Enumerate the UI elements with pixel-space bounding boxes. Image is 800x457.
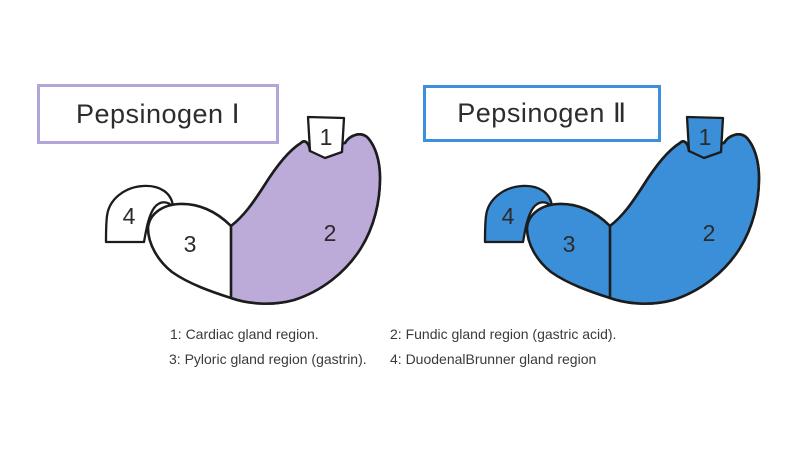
region-3-label: 3 bbox=[184, 231, 197, 257]
pepsinogen-2-title-box: Pepsinogen Ⅱ bbox=[423, 85, 661, 142]
region-2-fundic-shape bbox=[608, 133, 761, 305]
region-3-label: 3 bbox=[563, 231, 576, 257]
region-2-fundic-shape bbox=[229, 133, 382, 305]
region-1-label: 1 bbox=[699, 124, 712, 150]
legend-item-fundic: 2: Fundic gland region (gastric acid). bbox=[390, 326, 617, 342]
region-1-cardia-shape bbox=[306, 115, 346, 160]
stomach-diagram-pepsinogen-1: 1 2 3 4 bbox=[104, 115, 382, 305]
region-4-label: 4 bbox=[502, 203, 515, 229]
pepsinogen-1-title-box: Pepsinogen Ⅰ bbox=[37, 84, 279, 144]
pepsinogen-1-title: Pepsinogen Ⅰ bbox=[75, 98, 241, 129]
legend-item-cardiac: 1: Cardiac gland region. bbox=[170, 326, 319, 342]
pepsinogen-2-title: Pepsinogen Ⅱ bbox=[457, 98, 627, 128]
region-1-cardia-shape bbox=[685, 115, 725, 160]
region-4-duodenal-shape bbox=[104, 184, 175, 244]
stomach-diagram-pepsinogen-2: 1 2 3 4 bbox=[483, 115, 761, 305]
legend-item-duodenal: 4: DuodenalBrunner gland region bbox=[390, 351, 597, 367]
legend-item-pyloric: 3: Pyloric gland region (gastrin). bbox=[169, 351, 367, 367]
region-4-label: 4 bbox=[123, 203, 136, 229]
region-2-label: 2 bbox=[703, 220, 716, 246]
region-1-label: 1 bbox=[320, 124, 333, 150]
region-2-label: 2 bbox=[324, 220, 337, 246]
region-4-duodenal-shape bbox=[483, 184, 554, 244]
